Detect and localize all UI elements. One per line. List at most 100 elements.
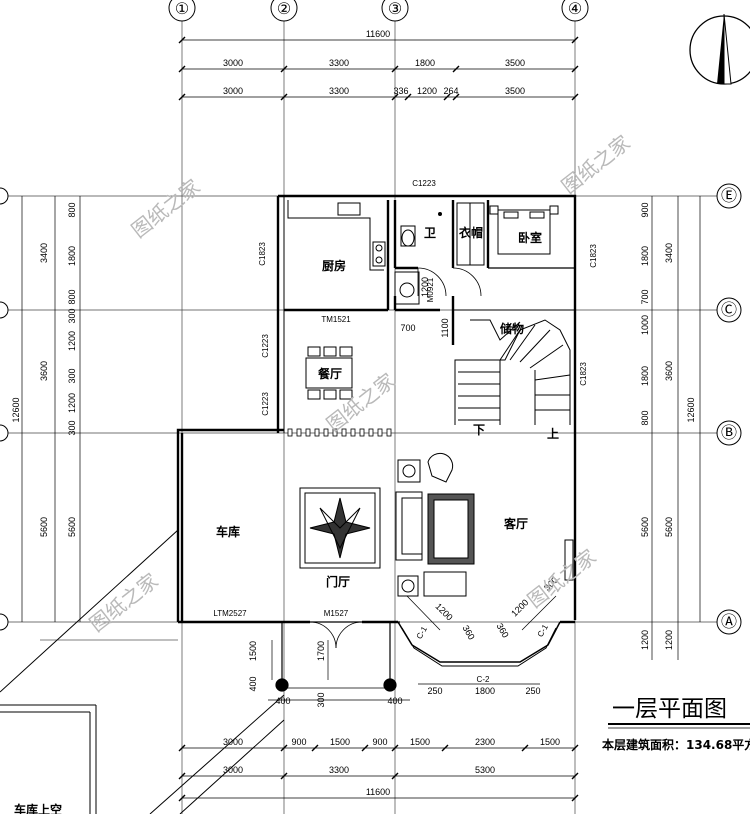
label-m0921: M0921 (426, 277, 435, 302)
dim-bottom-row2-a: 3000 (223, 765, 243, 775)
dim-top-row1-c: 1800 (415, 58, 435, 68)
dim-top-row1-b: 3300 (329, 58, 349, 68)
dim-bottom-row1-c: 1500 (330, 737, 350, 747)
watermark-5: 图纸之家 (523, 544, 601, 612)
dim-left-outer-c: 5600 (39, 517, 49, 537)
dim-right-inner-e: 1800 (640, 366, 650, 386)
dim-right-outer-d: 1200 (664, 630, 674, 650)
dim-top-row2-b: 3300 (329, 86, 349, 96)
top-dimension-lines (178, 36, 579, 101)
dim-top-row2-e: 264 (443, 86, 458, 96)
drawing-title: 一层平面图 (612, 696, 727, 722)
wardrobe-fixture (456, 202, 485, 266)
dim-top-row2-c: 336 (393, 86, 408, 96)
living-sofa-set (395, 452, 574, 597)
dim-top-total: 11600 (366, 29, 390, 39)
bay-dimension-lines (268, 595, 557, 701)
dim-bottom-row1-e: 1500 (410, 737, 430, 747)
foyer-rug (299, 487, 381, 569)
axis-label-4: ④ (568, 0, 582, 18)
dim-left-outer-d: 5600 (67, 517, 77, 537)
dim-right-inner-h: 1200 (640, 630, 650, 650)
dim-right-outer-a: 3400 (664, 243, 674, 263)
dim-inner-1100: 1100 (440, 318, 450, 337)
axis-label-3: ③ (388, 0, 402, 18)
dim-top-row2-d: 1200 (417, 86, 437, 96)
stair-up-label: 上 (547, 426, 559, 441)
dim-right-inner-b: 1800 (640, 246, 650, 266)
label-m1527: M1527 (324, 609, 349, 618)
dim-right-inner-c: 700 (640, 289, 650, 304)
dim-bottom-row1-a: 3000 (223, 737, 243, 747)
label-tm1521: TM1521 (321, 315, 351, 324)
dim-left-inner-a: 800 (67, 202, 77, 217)
dim-left-outer-a: 3400 (39, 243, 49, 263)
room-bedroom: 卧室 (518, 230, 542, 245)
watermark-2: 图纸之家 (557, 130, 635, 198)
dim-left-total: 12600 (11, 397, 21, 422)
dim-bottom-row2-b: 3300 (329, 765, 349, 775)
label-c1223-top: C1223 (412, 179, 436, 188)
dim-bay-1200-left: 1200 (434, 601, 455, 622)
dim-bottom-row2-c: 5300 (475, 765, 495, 775)
dim-bay-360-left: 360 (461, 623, 477, 641)
dim-right-inner-g: 5600 (640, 517, 650, 537)
door-swings (309, 267, 482, 649)
axis-label-e: Ⓔ (721, 186, 737, 205)
dim-bay-250-left: 250 (427, 686, 442, 696)
label-c1223-dining-2: C1223 (261, 392, 270, 416)
garage-above-label: 车库上空 (14, 802, 62, 814)
label-c1-right: C-1 (536, 622, 551, 638)
dim-bay-250-right: 250 (525, 686, 540, 696)
room-living: 客厅 (503, 516, 528, 531)
dim-left-inner-e: 1200 (67, 331, 77, 351)
column-row (287, 428, 392, 437)
washbasin-icon (394, 271, 420, 305)
label-ltm2527: LTM2527 (213, 609, 247, 618)
dim-left-outer-b: 3600 (39, 361, 49, 381)
north-arrow-icon (689, 13, 750, 85)
staircase (454, 319, 571, 425)
dim-right-inner-d: 1000 (640, 315, 650, 335)
floor-area-text: 本层建筑面积：134.68平方 (602, 737, 750, 752)
label-c1823-bedroom: C1823 (589, 244, 598, 268)
column-axis-bubbles (168, 0, 589, 22)
dim-porch-1700: 1700 (316, 641, 326, 661)
dim-left-inner-g: 1200 (67, 393, 77, 413)
dim-right-outer-b: 3600 (664, 361, 674, 381)
axis-label-2: ② (277, 0, 291, 18)
right-dimension-lines (651, 196, 701, 660)
dim-porch-300: 300 (316, 692, 326, 707)
row-axis-bubbles (0, 183, 742, 635)
dining-table (305, 346, 353, 400)
label-c1823-stair: C1823 (579, 362, 588, 386)
kitchen-counter (287, 200, 386, 271)
watermark-1: 图纸之家 (127, 174, 205, 242)
label-c1-left: C-1 (415, 624, 430, 640)
bed-icon (489, 205, 559, 255)
dim-porch-1500: 1500 (248, 641, 258, 661)
dim-left-inner-h: 300 (67, 420, 77, 435)
bottom-dimension-lines (178, 744, 579, 802)
dim-top-row2-a: 3000 (223, 86, 243, 96)
porch (272, 621, 400, 692)
dim-top-row2-f: 3500 (505, 86, 525, 96)
dim-right-inner-f: 800 (640, 410, 650, 425)
dim-left-inner-c: 800 (67, 289, 77, 304)
axis-label-1: ① (175, 0, 189, 18)
dim-bay-360-right: 360 (495, 621, 511, 639)
dim-left-inner-f: 300 (67, 368, 77, 383)
toilet-fixture (400, 212, 442, 247)
dim-right-outer-c: 5600 (664, 517, 674, 537)
room-garage: 车库 (216, 524, 240, 539)
dim-top-row1-d: 3500 (505, 58, 525, 68)
dim-right-inner-a: 900 (640, 202, 650, 217)
room-wardrobe: 衣帽 (459, 225, 483, 240)
walls (176, 194, 577, 667)
label-c1223-dining-1: C1223 (261, 334, 270, 358)
room-foyer: 门厅 (326, 574, 350, 589)
room-dining: 餐厅 (318, 366, 342, 381)
label-c1823-kitchen: C1823 (258, 242, 267, 266)
room-toilet: 卫 (424, 226, 436, 240)
